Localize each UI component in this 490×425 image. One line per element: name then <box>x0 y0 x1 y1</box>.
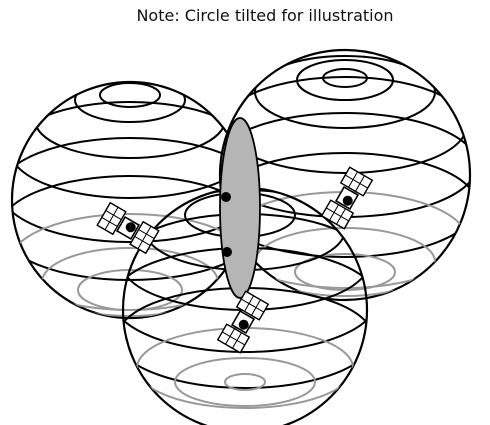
intersection-point-upper <box>221 192 231 202</box>
satellite-left <box>97 203 158 254</box>
tilted-intersection-circle <box>220 118 260 298</box>
satellite-right <box>322 167 373 228</box>
intersection-point-lower <box>222 247 232 257</box>
satellite-bottom <box>218 291 269 352</box>
